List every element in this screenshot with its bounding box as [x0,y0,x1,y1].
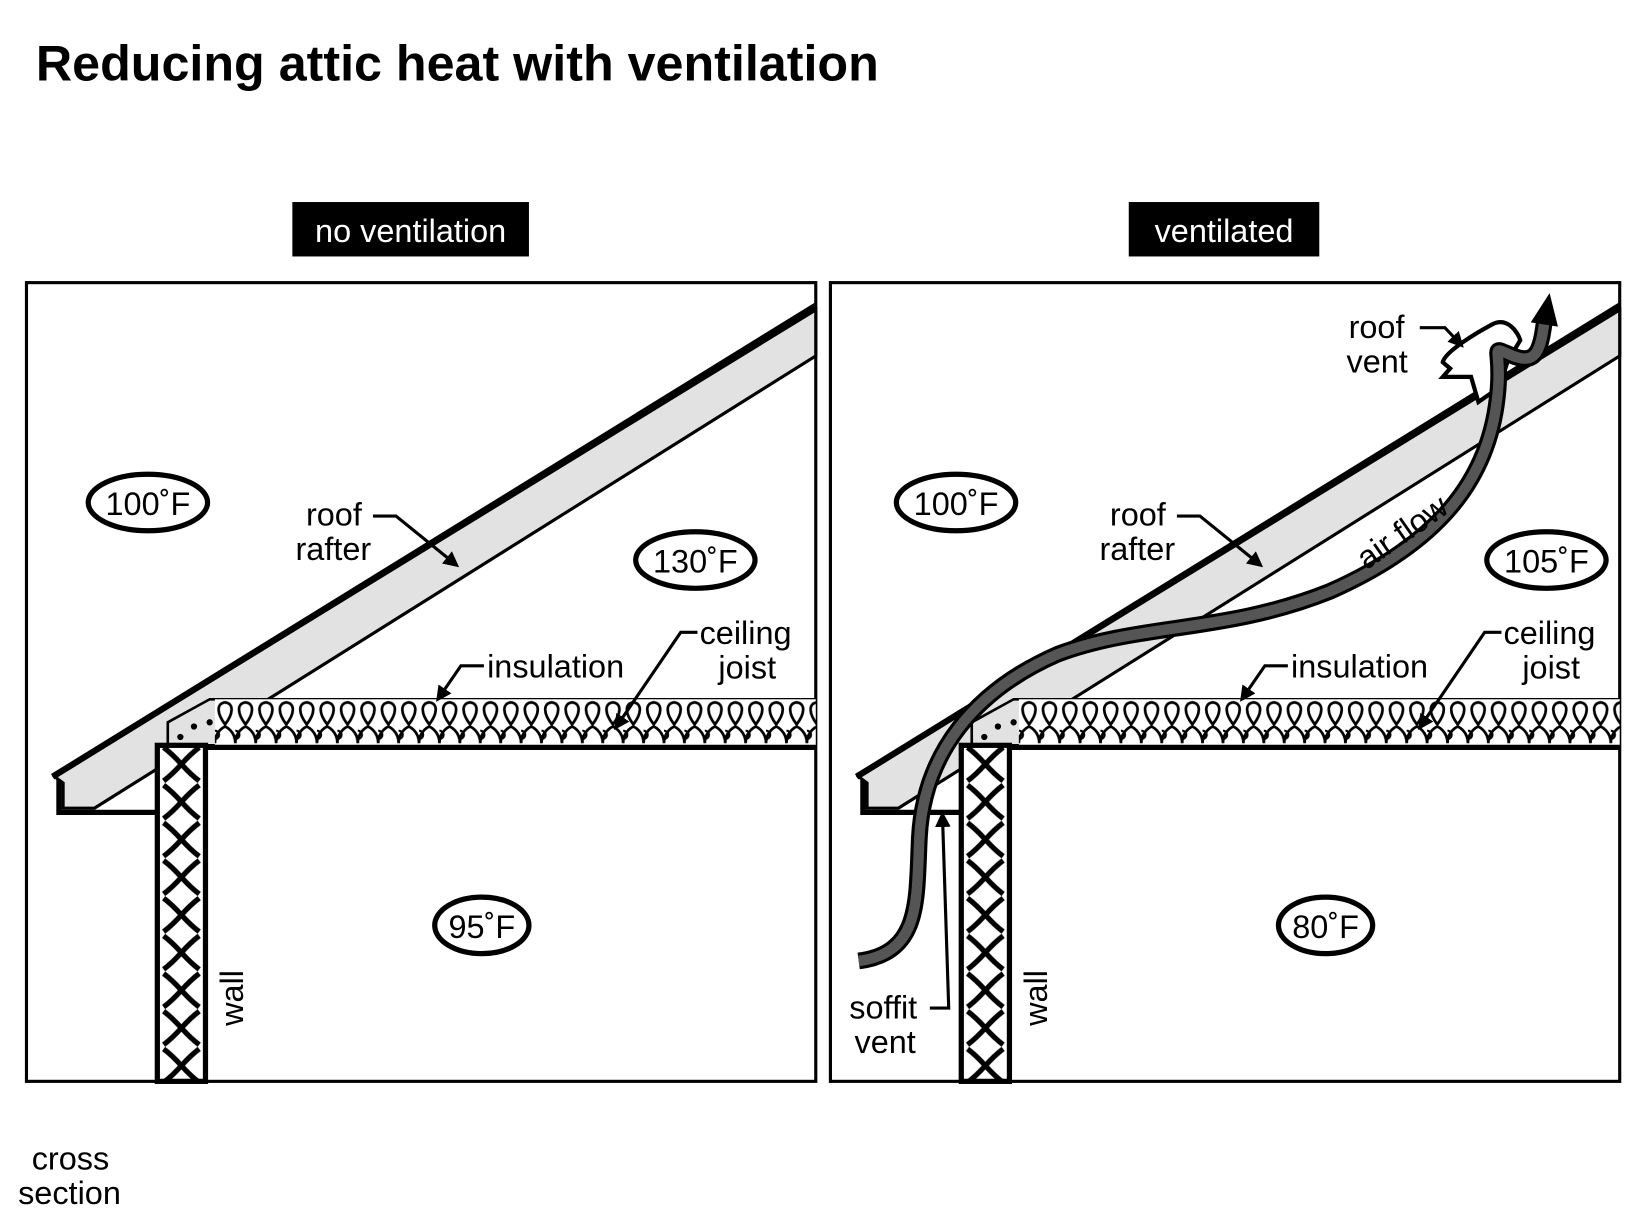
footer-cross: cross [32,1140,110,1176]
panel-heading: no ventilation [315,213,506,249]
room-temp: 80˚F [1292,909,1359,945]
label-wall: wall [1018,970,1054,1027]
room-temp-oval [1275,894,1376,957]
attic-temp: 130˚F [653,544,738,580]
panel-no-ventilation: no ventilation 100˚F 130˚F 95˚F roof raf… [26,202,815,1081]
attic-temp-oval [1484,529,1609,591]
outside-temp-oval [85,471,211,534]
soffit-vent-pointer-arrow [929,811,951,1010]
label-wall: wall [214,970,250,1027]
rafter-pointer-arrow [1176,514,1264,568]
house-cross-section [26,283,815,1082]
rafter-pointer-arrow [372,514,460,568]
label-roof-vent-1: roof [1349,309,1406,345]
label-roof-vent-2: vent [1346,344,1407,380]
panel-heading-box [1128,202,1320,257]
panel-ventilated: ventilated air flow 100˚F 105˚F 80˚F roo… [830,202,1619,1081]
airflow-arrow-head [1530,293,1558,327]
label-soffit-vent-1: soffit [849,990,917,1026]
label-joist: joist [717,649,776,685]
attic-temp-oval [633,529,758,591]
roof-vent-pointer-arrow [1419,326,1464,348]
label-rafter: rafter [296,531,372,567]
diagram-title: Reducing attic heat with ventilation [36,36,879,92]
label-rafter: rafter [1099,531,1175,567]
outside-temp: 100˚F [106,486,191,522]
panel-heading: ventilated [1155,213,1294,249]
joist-pointer-arrow [614,630,698,731]
label-joist: joist [1521,649,1580,685]
label-soffit-vent-2: vent [854,1024,915,1060]
label-roof: roof [306,496,363,532]
label-ceiling: ceiling [1504,615,1596,651]
joist-pointer-arrow [1418,630,1502,731]
footer-section: section [18,1175,121,1211]
room-temp-oval [432,894,532,957]
outside-temp-oval [893,471,1019,534]
outside-temp: 100˚F [914,486,999,522]
panel-heading-box [292,202,529,257]
label-insulation: insulation [1291,648,1428,684]
room-temp: 95˚F [448,909,515,945]
insulation-pointer-arrow [436,664,484,702]
label-ceiling: ceiling [700,615,792,651]
attic-temp: 105˚F [1504,544,1589,580]
airflow-path [857,293,1558,970]
label-insulation: insulation [487,648,624,684]
insulation-pointer-arrow [1240,664,1288,702]
label-roof: roof [1110,496,1167,532]
